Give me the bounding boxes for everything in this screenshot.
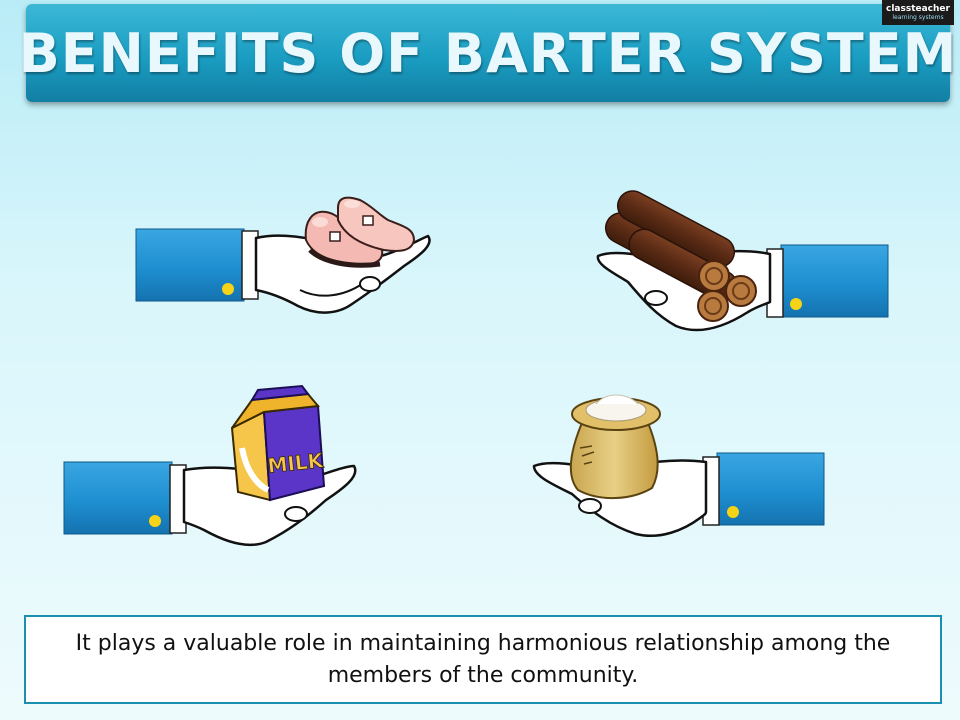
grain-sack-icon: [569, 394, 661, 500]
milk-carton-icon: MILK: [230, 384, 326, 502]
sleeve: [135, 228, 245, 302]
page-title: BENEFITS OF BARTER SYSTEM: [18, 21, 958, 85]
hand-offering-grain-sack: [532, 394, 825, 538]
cuff-button: [222, 283, 234, 295]
title-banner: BENEFITS OF BARTER SYSTEM: [19, 4, 956, 102]
cuff-button: [149, 515, 161, 527]
hand-offering-shoes: [135, 196, 431, 314]
sleeve: [716, 452, 825, 526]
sleeve: [780, 244, 889, 318]
brand-logo: classteacher learning systems: [882, 0, 954, 25]
barter-exchange-illustration: MILK: [63, 190, 889, 547]
logo-line-2: learning systems: [892, 13, 944, 21]
milk-label: MILK: [266, 448, 325, 478]
caption-box: It plays a valuable role in maintaining …: [24, 615, 942, 704]
sleeve: [63, 461, 173, 535]
hand-offering-logs: [596, 190, 889, 332]
logo-line-1: classteacher: [886, 3, 950, 14]
logs-icon: [604, 190, 757, 322]
hand-offering-milk: MILK: [63, 384, 357, 547]
shoes-icon: [304, 196, 416, 268]
cuff-button: [790, 298, 802, 310]
cuff-button: [727, 506, 739, 518]
caption-text: It plays a valuable role in maintaining …: [75, 630, 891, 688]
